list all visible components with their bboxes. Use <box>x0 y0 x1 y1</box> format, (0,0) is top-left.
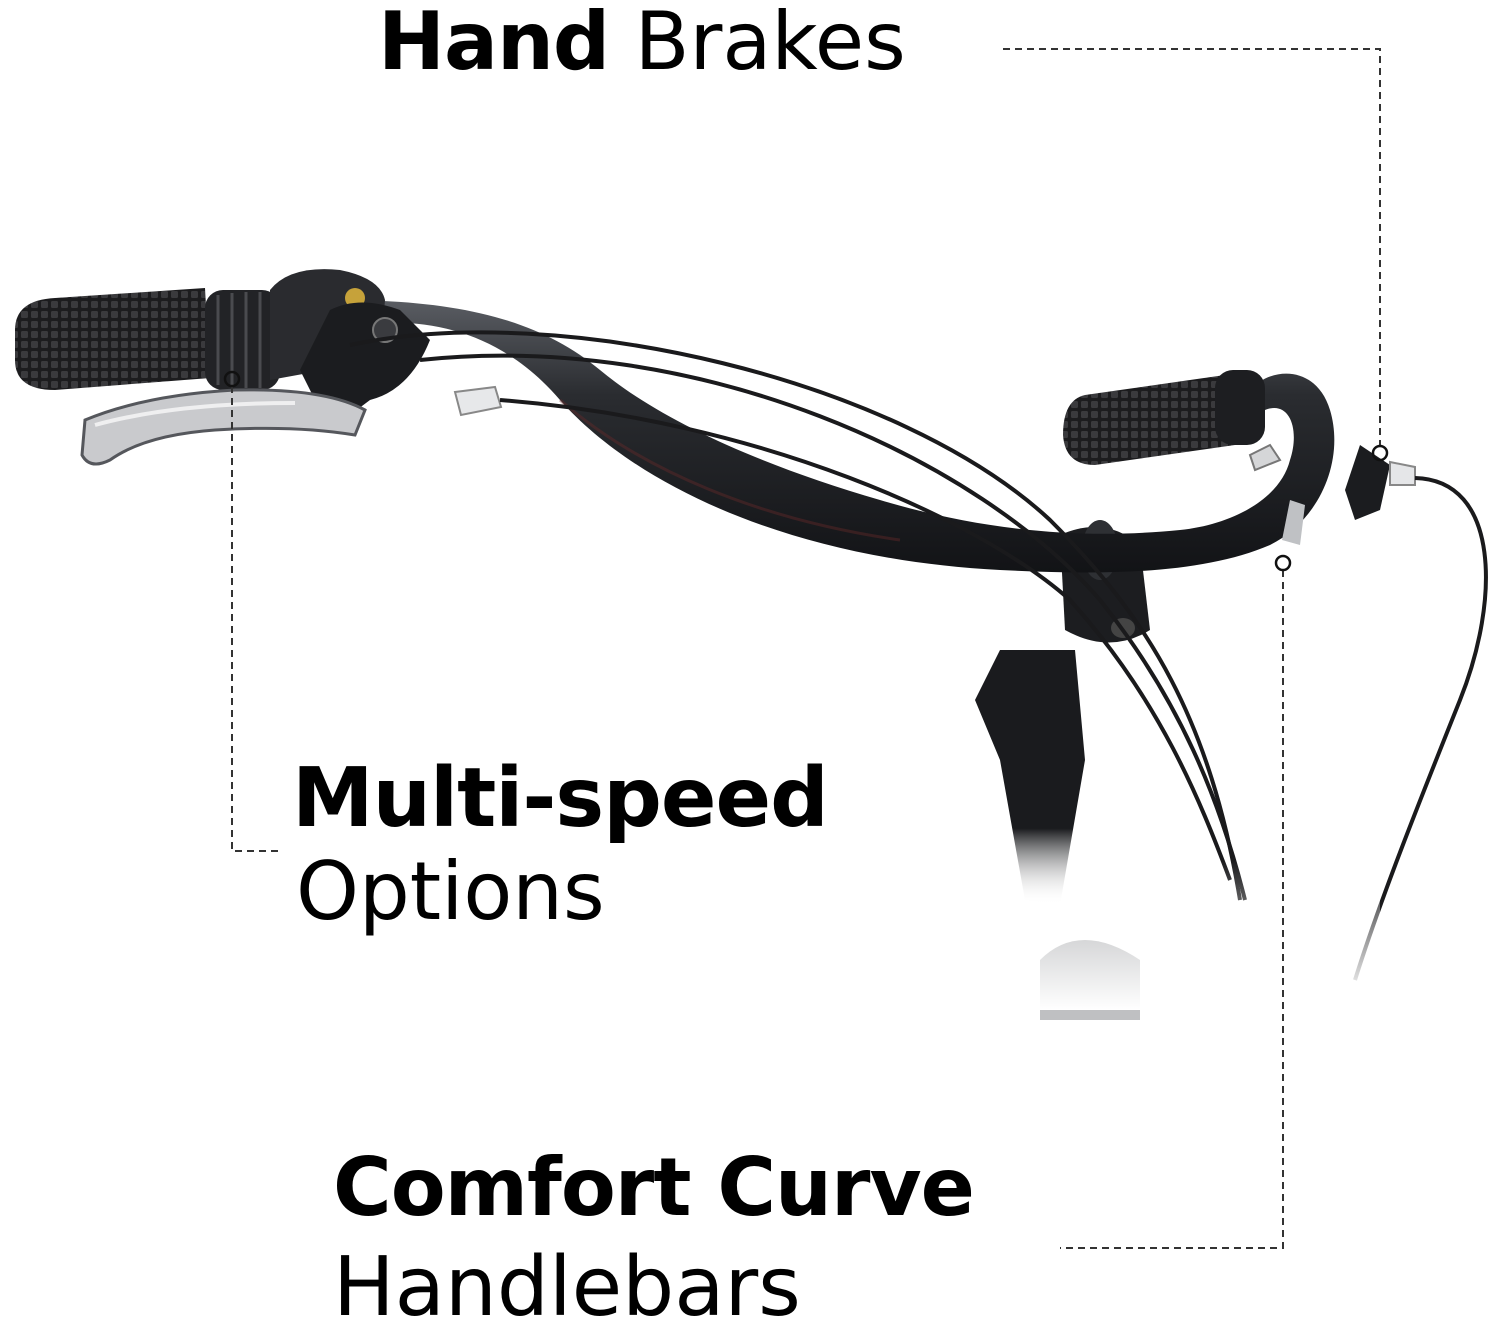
comfort-curve-subtitle: Handlebars <box>333 1240 801 1335</box>
comfort-curve-marker <box>1274 554 1292 572</box>
hand-brakes-title: Hand <box>378 0 610 88</box>
hand-brakes-leader <box>1003 48 1381 445</box>
comfort-curve-leader <box>1060 570 1284 1249</box>
hand-brakes-label: Hand Brakes <box>378 2 906 82</box>
right-grip <box>1063 370 1416 545</box>
multi-speed-subtitle: Options <box>296 845 605 938</box>
handlebar-bar <box>330 300 1335 573</box>
multi-speed-title: Multi-speed <box>292 751 829 846</box>
left-brake-lever <box>80 385 503 466</box>
multi-speed-leader <box>231 386 278 852</box>
hand-brakes-subtitle: Brakes <box>634 0 906 88</box>
cables <box>349 330 1488 981</box>
multi-speed-marker <box>223 370 241 388</box>
comfort-curve-title: Comfort Curve <box>333 1141 975 1234</box>
hand-brakes-marker <box>1371 444 1389 462</box>
